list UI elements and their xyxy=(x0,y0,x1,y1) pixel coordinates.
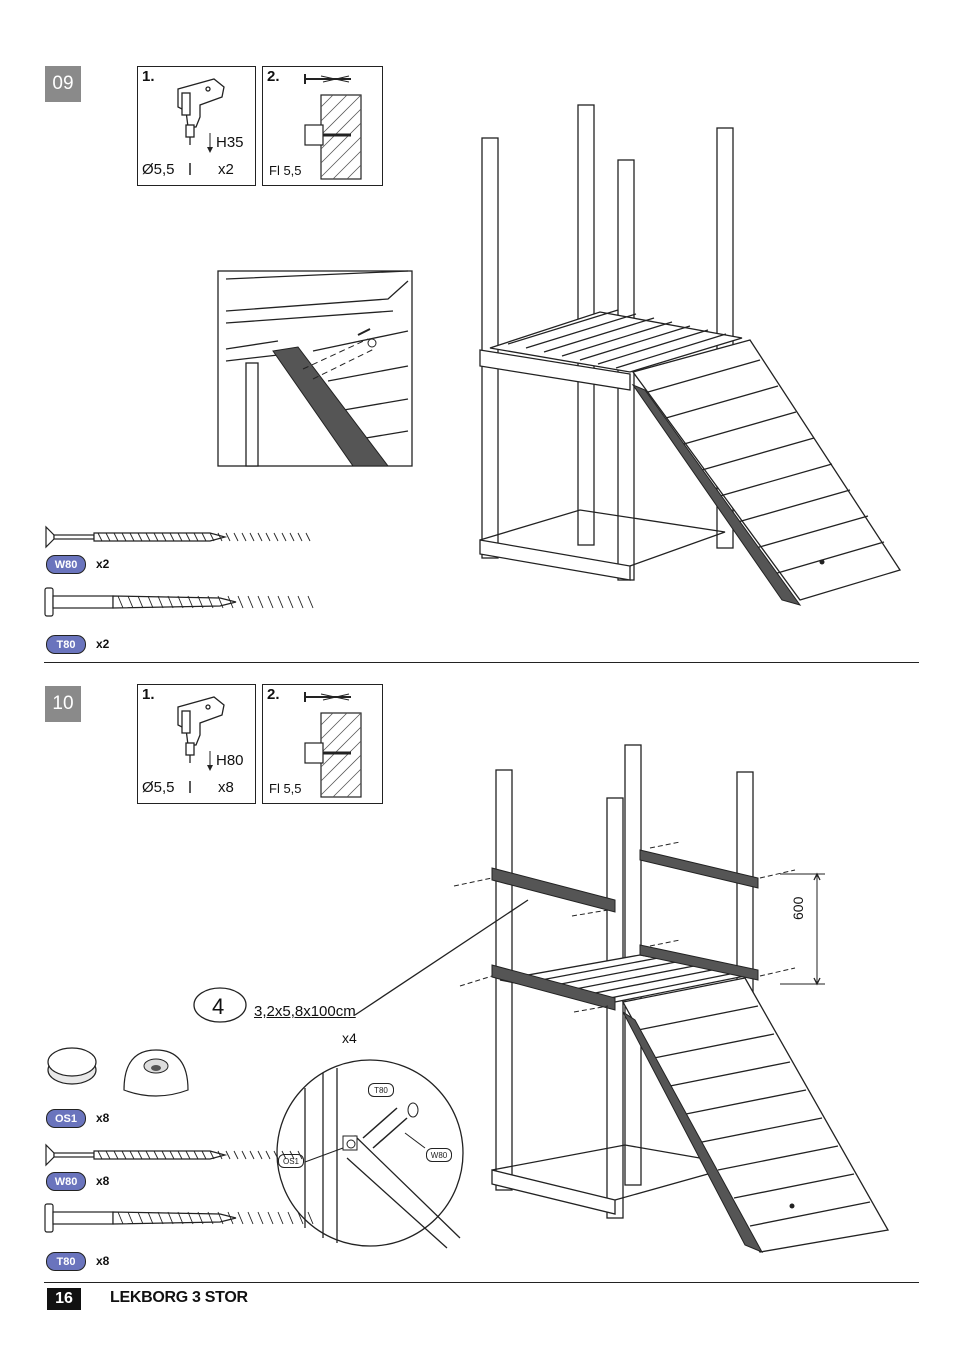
detail-label-t80: T80 xyxy=(368,1083,394,1097)
section-divider xyxy=(44,662,919,663)
drill-depth: H80 xyxy=(216,752,244,769)
screw-into-wood-icon xyxy=(304,692,362,798)
detail-label-os1: OS1 xyxy=(278,1154,304,1168)
screw-instruction-box: 2. Fl 5,5 xyxy=(262,684,383,804)
parts-illustration xyxy=(44,1143,314,1233)
beam-quantity: x4 xyxy=(342,1030,357,1046)
drill-icon xyxy=(177,696,225,793)
dimension-label: 600 xyxy=(790,896,806,920)
part-quantity: x8 xyxy=(96,1174,110,1188)
detail-inset xyxy=(217,270,413,467)
detail-circle xyxy=(276,1059,464,1249)
part-code-badge: T80 xyxy=(46,635,86,654)
tower-illustration xyxy=(479,104,902,606)
box-index: 2. xyxy=(267,68,280,85)
box-index: 2. xyxy=(267,686,280,703)
footer-divider xyxy=(44,1282,919,1283)
drill-count: x2 xyxy=(218,161,234,178)
part-quantity: x2 xyxy=(96,557,110,571)
parts-illustration xyxy=(44,525,314,617)
box-index: 1. xyxy=(142,68,155,85)
pilot-hole-code: Fl 5,5 xyxy=(269,163,302,178)
beam-dimensions: 3,2x5,8x100cm xyxy=(254,1003,356,1020)
part-code-badge: T80 xyxy=(46,1252,86,1271)
drill-instruction-box: 1. H35 Ø5,5 x2 xyxy=(137,66,256,186)
part-code-badge: W80 xyxy=(46,1172,86,1191)
step-number: 09 xyxy=(45,66,81,102)
screw-into-wood-icon xyxy=(304,74,362,180)
part-quantity: x8 xyxy=(96,1254,110,1268)
box-index: 1. xyxy=(142,686,155,703)
cover-cap-icon xyxy=(47,1047,189,1097)
page-number: 16 xyxy=(47,1288,81,1310)
part-number-circle xyxy=(193,987,247,1023)
part-code-badge: OS1 xyxy=(46,1109,86,1128)
detail-label-w80: W80 xyxy=(426,1148,452,1162)
pilot-hole-code: Fl 5,5 xyxy=(269,781,302,796)
part-quantity: x2 xyxy=(96,637,110,651)
step-number: 10 xyxy=(45,686,81,722)
part-quantity: x8 xyxy=(96,1111,110,1125)
part-code-badge: W80 xyxy=(46,555,86,574)
drill-icon xyxy=(177,78,225,175)
drill-instruction-box: 1. H80 Ø5,5 x8 xyxy=(137,684,256,804)
part-number: 4 xyxy=(212,994,225,1019)
drill-diameter: Ø5,5 xyxy=(142,161,175,178)
document-title: LEKBORG 3 STOR xyxy=(110,1289,248,1306)
drill-count: x8 xyxy=(218,779,234,796)
drill-depth: H35 xyxy=(216,134,244,151)
drill-diameter: Ø5,5 xyxy=(142,779,175,796)
tower-with-beams-illustration xyxy=(354,744,890,1254)
screw-instruction-box: 2. Fl 5,5 xyxy=(262,66,383,186)
